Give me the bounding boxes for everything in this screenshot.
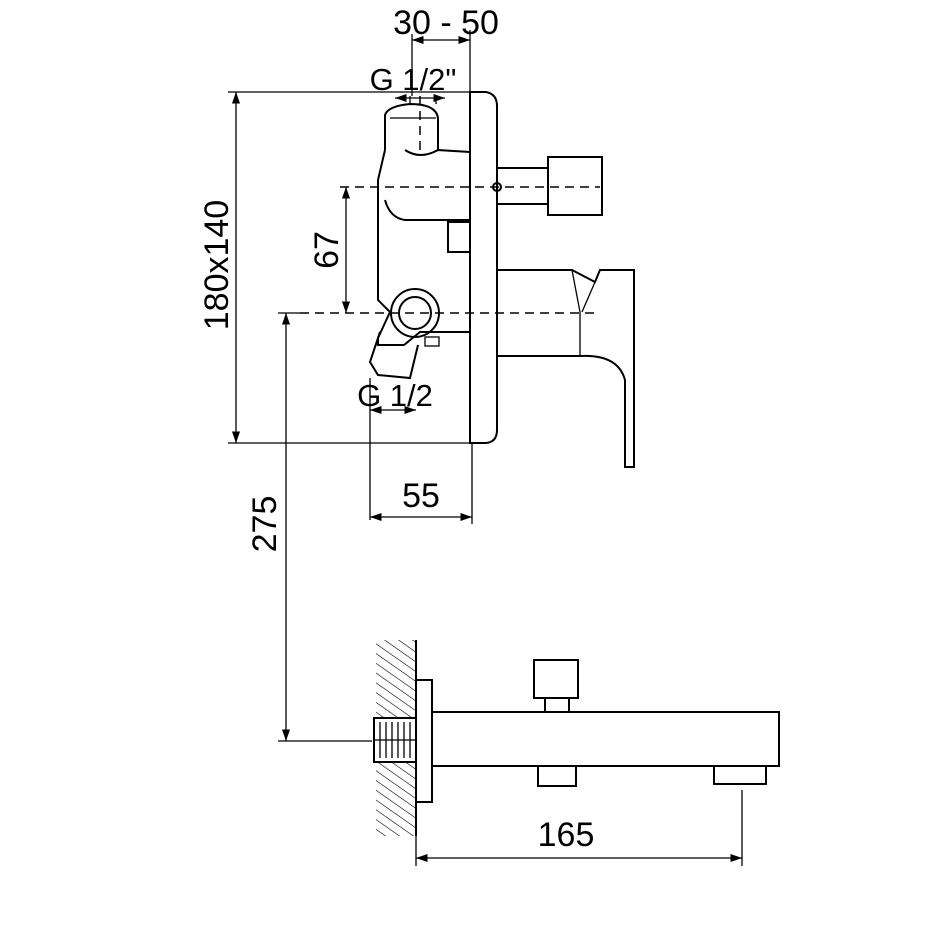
spout-length-label: 165: [538, 816, 595, 854]
dim-spout-length: 165: [415, 790, 743, 866]
dim-inlet-spacing: 67: [308, 187, 351, 313]
dim-wall-depth: 55: [370, 443, 473, 524]
outlet-thread-label: G 1/2: [357, 378, 433, 413]
bottom-outlet-port: [368, 331, 419, 380]
dim-eccentric-label: 30 - 50: [393, 4, 499, 42]
spout-height-label: 275: [246, 496, 284, 553]
diverter-knob: [547, 156, 603, 216]
diverter-stem: [496, 167, 550, 205]
plate-size-label: 180x140: [198, 200, 236, 330]
spout-lower-fitting: [537, 765, 577, 787]
spout-view: [373, 640, 780, 836]
dim-spout-height: 275: [246, 312, 372, 742]
inlet-thread-label: G 1/2": [370, 62, 457, 97]
dim-eccentric: 30 - 50: [393, 4, 499, 96]
spout-flange: [415, 679, 433, 803]
inlet-spacing-label: 67: [308, 231, 346, 269]
cover-plate: [469, 91, 498, 444]
lever-contour: [571, 269, 596, 356]
spout-body: [431, 711, 780, 767]
dim-outlet-thread: G 1/2: [357, 378, 433, 520]
wall-depth-label: 55: [402, 477, 440, 515]
body-block: [447, 221, 471, 253]
dim-plate-size: 180x140: [198, 91, 470, 444]
valve-body: [377, 102, 471, 346]
lever-handle: [497, 269, 635, 468]
dim-inlet-thread: G 1/2": [370, 62, 457, 103]
spout-diverter-knob: [533, 659, 579, 699]
thread-lines: [374, 722, 416, 758]
spout-diverter-stem: [544, 697, 570, 713]
mixer-body-view: [300, 91, 635, 468]
spout-aerator: [713, 765, 767, 785]
outlet-fitting: [424, 336, 440, 347]
